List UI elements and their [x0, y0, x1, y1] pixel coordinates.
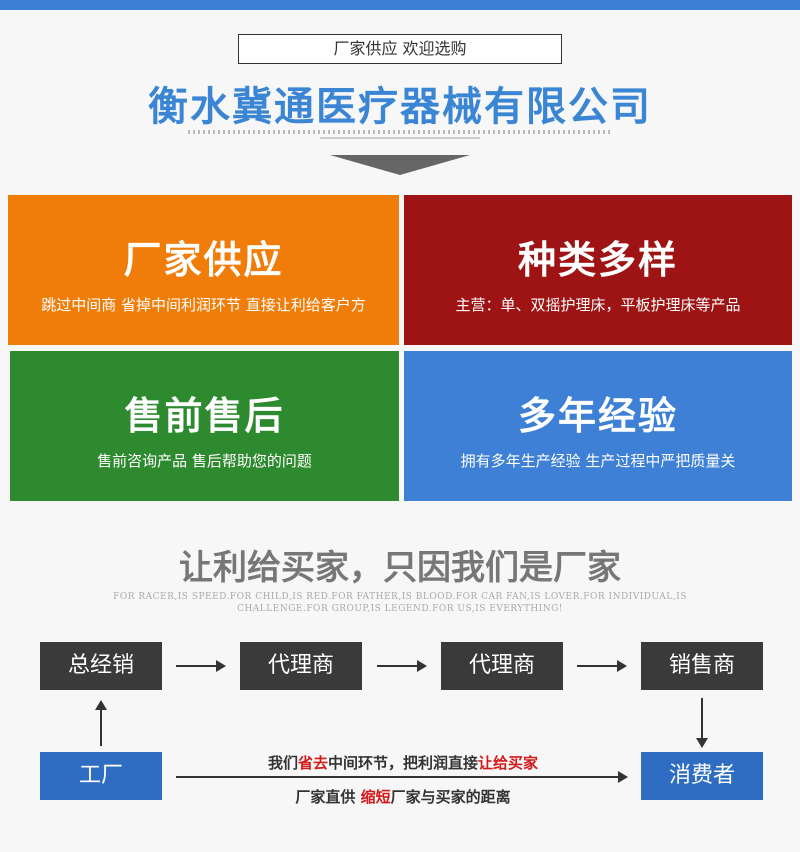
decorative-hairline-2 [320, 137, 480, 139]
feature-desc: 拥有多年生产经验 生产过程中严把质量关 [460, 452, 736, 470]
note-text: 我们 [267, 754, 298, 772]
note-text: 厂家直供 [295, 788, 361, 806]
feature-title: 厂家供应 [123, 238, 284, 282]
slogan-english: FOR RACER,IS SPEED.FOR CHILD,IS RED.FOR … [113, 592, 687, 614]
feature-desc: 售前咨询产品 售后帮助您的问题 [97, 452, 312, 470]
note-text: 中间环节，把利润直接 [328, 754, 479, 772]
note-highlight: 让给买家 [478, 754, 539, 772]
arrow-up-icon [95, 700, 107, 746]
flow-retailer: 销售商 [641, 642, 763, 690]
down-wedge-icon [330, 155, 470, 175]
company-name: 衡水冀通医疗器械有限公司 [148, 84, 652, 130]
flow-note-2: 厂家直供 缩短厂家与买家的距离 [180, 786, 626, 807]
feature-card-service: 售前售后 售前咨询产品 售后帮助您的问题 [10, 351, 399, 501]
note-highlight: 缩短 [360, 788, 391, 806]
feature-card-variety: 种类多样 主营：单、双摇护理床，平板护理床等产品 [404, 195, 792, 345]
flow-agent-2: 代理商 [441, 642, 563, 690]
arrow-down-icon [696, 698, 708, 748]
flow-agent-1: 代理商 [240, 642, 362, 690]
flow-note-1: 我们省去中间环节，把利润直接让给买家 [180, 752, 626, 773]
top-accent-bar [0, 0, 800, 10]
feature-title: 售前售后 [124, 394, 285, 438]
decorative-hairline [188, 130, 612, 134]
feature-card-experience: 多年经验 拥有多年生产经验 生产过程中严把质量关 [404, 351, 792, 501]
flow-consumer: 消费者 [641, 752, 763, 800]
slogan-heading: 让利给买家，只因我们是厂家 [179, 548, 621, 588]
feature-title: 多年经验 [517, 394, 678, 438]
arrow-right-long-icon [176, 771, 628, 783]
note-text: 厂家与买家的距离 [390, 788, 511, 806]
note-highlight: 省去 [297, 754, 328, 772]
flow-general-manager: 总经销 [40, 642, 162, 690]
feature-card-factory-supply: 厂家供应 跳过中间商 省掉中间利润环节 直接让利给客户方 [8, 195, 399, 345]
tagline-box: 厂家供应 欢迎选购 [238, 34, 562, 64]
flow-factory: 工厂 [40, 752, 162, 800]
arrow-right-icon [176, 660, 226, 672]
feature-desc: 主营：单、双摇护理床，平板护理床等产品 [455, 296, 741, 314]
feature-title: 种类多样 [517, 238, 678, 282]
arrow-right-icon [377, 660, 427, 672]
feature-desc: 跳过中间商 省掉中间利润环节 直接让利给客户方 [41, 296, 366, 314]
arrow-right-icon [577, 660, 627, 672]
